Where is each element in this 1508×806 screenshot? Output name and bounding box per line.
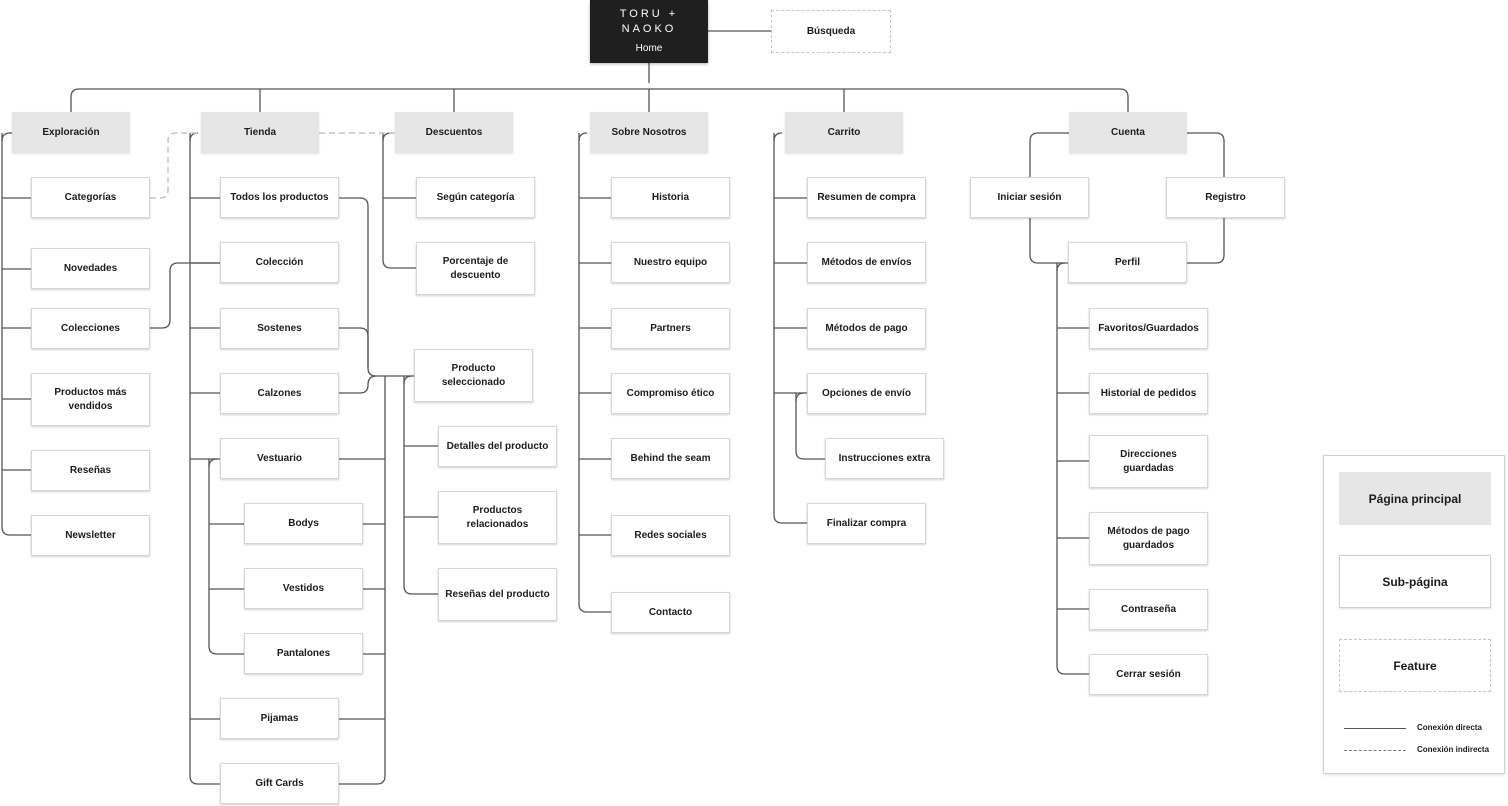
section-cuenta: Cuenta: [1069, 112, 1187, 153]
page-pantalones: Pantalones: [244, 633, 363, 674]
page-resenas-producto: Reseñas del producto: [438, 568, 557, 621]
connector-vestuario-corner: [208, 458, 218, 468]
page-historial-pedidos: Historial de pedidos: [1089, 373, 1208, 414]
page-bodys: Bodys: [244, 503, 363, 544]
page-metodos-pago-guardados: Métodos de pago guardados: [1089, 512, 1208, 565]
page-coleccion: Colección: [220, 242, 339, 283]
page-todos-los-productos: Todos los productos: [220, 177, 339, 218]
home-label: Home: [635, 43, 663, 55]
legend: Página principal Sub-página Feature Cone…: [1323, 455, 1505, 774]
page-sostenes: Sostenes: [220, 308, 339, 349]
page-novedades: Novedades: [31, 248, 150, 289]
page-cerrar-sesion: Cerrar sesión: [1089, 654, 1208, 695]
connector-carrito-spine: [773, 133, 807, 524]
connector-tienda-corner: [189, 132, 199, 142]
legend-main-page: Página principal: [1339, 472, 1491, 525]
legend-solid-line: [1344, 728, 1406, 729]
connector-exploracion-spine: [1, 133, 31, 536]
connector-categorias-tienda: [150, 132, 201, 199]
page-gift-cards: Gift Cards: [220, 763, 339, 804]
legend-indirect-label: Conexión indirecta: [1417, 745, 1490, 754]
legend-dashed-line: [1344, 750, 1406, 751]
page-behind-the-seam: Behind the seam: [611, 438, 730, 479]
page-finalizar-compra: Finalizar compra: [807, 503, 926, 544]
page-partners: Partners: [611, 308, 730, 349]
connector-descuentos-corner: [382, 132, 392, 142]
section-sobre-nosotros: Sobre Nosotros: [590, 112, 708, 153]
page-producto-seleccionado: Producto seleccionado: [414, 349, 533, 402]
connector-top-bus: [70, 88, 1129, 112]
page-calzones: Calzones: [220, 373, 339, 414]
page-redes-sociales: Redes sociales: [611, 515, 730, 556]
page-colecciones: Colecciones: [31, 308, 150, 349]
page-perfil: Perfil: [1068, 242, 1187, 283]
page-pijamas: Pijamas: [220, 698, 339, 739]
connector-todos-producto: [339, 197, 414, 377]
page-productos-relacionados: Productos relacionados: [438, 491, 557, 544]
page-categorias: Categorías: [31, 177, 150, 218]
page-segun-categoria: Según categoría: [416, 177, 535, 218]
connector-nosotros-corner: [578, 132, 588, 142]
connector-exploracion-corner: [1, 132, 11, 142]
connector-producto-spine: [403, 376, 438, 595]
page-vestidos: Vestidos: [244, 568, 363, 609]
page-resenas: Reseñas: [31, 450, 150, 491]
connector-carrito-corner: [773, 132, 783, 142]
connector-cuenta-registro: [1187, 132, 1225, 177]
section-carrito: Carrito: [785, 112, 903, 153]
connector-login-perfil: [1029, 218, 1068, 264]
connector-producto-corner: [403, 375, 413, 385]
legend-direct-label: Conexión directa: [1417, 723, 1482, 732]
feature-busqueda: Búsqueda: [771, 10, 891, 53]
section-tienda: Tienda: [201, 112, 319, 153]
connector-opciones-envio-corner: [795, 392, 805, 402]
connector-cuenta-login: [1029, 132, 1069, 177]
page-iniciar-sesion: Iniciar sesión: [970, 177, 1089, 218]
page-historia: Historia: [611, 177, 730, 218]
section-descuentos: Descuentos: [395, 112, 513, 153]
page-registro: Registro: [1166, 177, 1285, 218]
legend-feature: Feature: [1339, 639, 1491, 692]
connector-sostenes-producto: [339, 327, 369, 368]
page-instrucciones-extra: Instrucciones extra: [825, 438, 944, 479]
brand-logo: TORU + NAOKO: [619, 8, 679, 36]
connector-descuentos-spine: [382, 133, 416, 269]
page-direcciones-guardadas: Direcciones guardadas: [1089, 435, 1208, 488]
page-metodos-envios: Métodos de envíos: [807, 242, 926, 283]
page-compromiso-etico: Compromiso ético: [611, 373, 730, 414]
page-opciones-envio: Opciones de envío: [807, 373, 926, 414]
page-newsletter: Newsletter: [31, 515, 150, 556]
section-exploracion: Exploración: [12, 112, 130, 153]
page-contrasena: Contraseña: [1089, 589, 1208, 630]
home-node: TORU + NAOKO Home: [590, 0, 708, 63]
page-resumen-compra: Resumen de compra: [807, 177, 926, 218]
legend-sub-page: Sub-página: [1339, 555, 1491, 608]
page-vestuario: Vestuario: [220, 438, 339, 479]
connector-calzones-producto: [339, 375, 377, 394]
connector-perfil-corner: [1056, 262, 1066, 272]
page-detalles-producto: Detalles del producto: [438, 426, 557, 467]
connector-nosotros-spine: [578, 133, 611, 613]
page-metodos-pago: Métodos de pago: [807, 308, 926, 349]
page-nuestro-equipo: Nuestro equipo: [611, 242, 730, 283]
connector-vestuario-spine: [208, 459, 244, 655]
connector-tienda-spine: [189, 133, 220, 785]
connector-registro-perfil: [1187, 218, 1225, 264]
connector-colecciones-coleccion: [150, 262, 220, 329]
connector-perfil-spine: [1056, 263, 1089, 675]
page-productos-mas-vendidos: Productos más vendidos: [31, 373, 150, 426]
page-porcentaje-descuento: Porcentaje de descuento: [416, 242, 535, 295]
page-favoritos-guardados: Favoritos/Guardados: [1089, 308, 1208, 349]
page-contacto: Contacto: [611, 592, 730, 633]
